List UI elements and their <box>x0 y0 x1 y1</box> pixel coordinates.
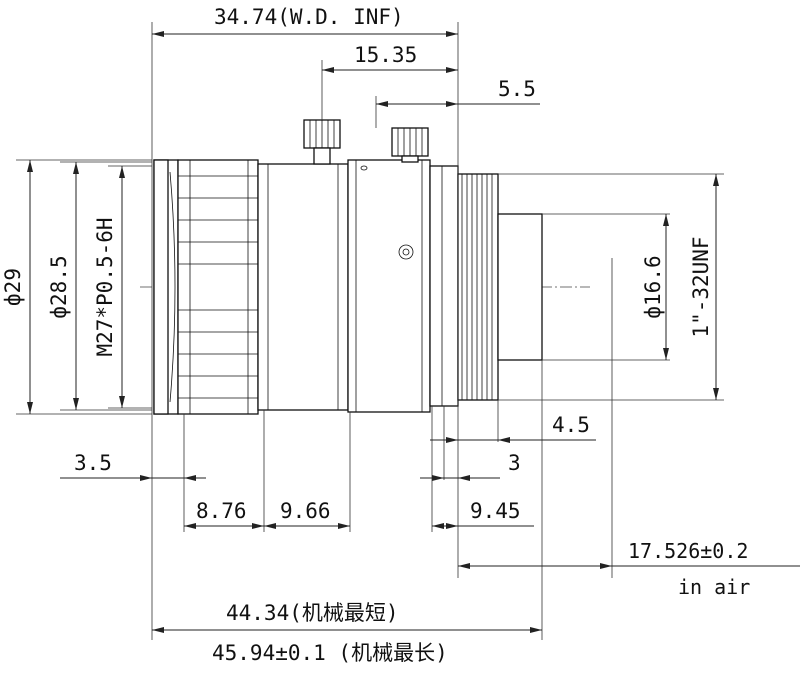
dim-unf <box>713 174 719 400</box>
label-4-5: 4.5 <box>552 413 590 437</box>
rear-tube <box>497 213 543 361</box>
dim-3-5 <box>60 475 206 481</box>
label-9-45: 9.45 <box>470 499 521 523</box>
front-lens-curve <box>169 171 176 403</box>
dim-4-5 <box>430 437 596 443</box>
label-5-5: 5.5 <box>498 77 536 101</box>
aperture-barrel <box>347 159 431 413</box>
label-3-5: 3.5 <box>74 451 112 475</box>
mount-thread-lines <box>461 174 493 400</box>
label-dia29: ф29 <box>1 268 25 306</box>
focus-ring <box>177 159 259 415</box>
aperture-hole <box>398 244 414 260</box>
dim-8-76-9-66 <box>184 523 350 529</box>
label-45-94: 45.94±0.1 (机械最长) <box>212 641 448 665</box>
label-dia16-6: ф16.6 <box>641 255 665 318</box>
front-cap-rim <box>153 159 169 415</box>
dim-dia28-5 <box>73 162 79 410</box>
dim-dia16-6 <box>663 214 669 360</box>
label-thread-front: M27*P0.5-6H <box>93 217 117 356</box>
label-44-34: 44.34(机械最短) <box>226 601 399 625</box>
label-34-74: 34.74(W.D. INF) <box>214 5 404 29</box>
dim-m27 <box>119 166 125 408</box>
dim-15-35 <box>322 67 458 73</box>
label-3: 3 <box>508 451 521 475</box>
rear-section <box>429 165 459 407</box>
set-screw-front <box>303 119 341 165</box>
set-screw-rear <box>391 127 429 163</box>
dim-34-74 <box>152 31 458 37</box>
focus-barrel <box>257 163 349 411</box>
lens-body <box>153 119 543 415</box>
label-dia28-5: ф28.5 <box>47 255 71 318</box>
dim-17-526 <box>458 563 800 569</box>
label-thread-mount: 1"-32UNF <box>689 236 713 337</box>
label-in-air: in air <box>678 575 750 599</box>
label-17-526: 17.526±0.2 <box>628 539 748 563</box>
dim-9-45 <box>432 523 534 529</box>
label-8-76: 8.76 <box>196 499 247 523</box>
label-15-35: 15.35 <box>354 43 417 67</box>
dim-dia29 <box>27 160 33 414</box>
dim-5-5 <box>376 101 540 107</box>
focus-ring-knurl <box>178 160 258 414</box>
label-9-66: 9.66 <box>280 499 331 523</box>
extension-lines <box>16 22 724 640</box>
dim-44-34 <box>152 627 542 633</box>
dim-3 <box>420 475 500 481</box>
